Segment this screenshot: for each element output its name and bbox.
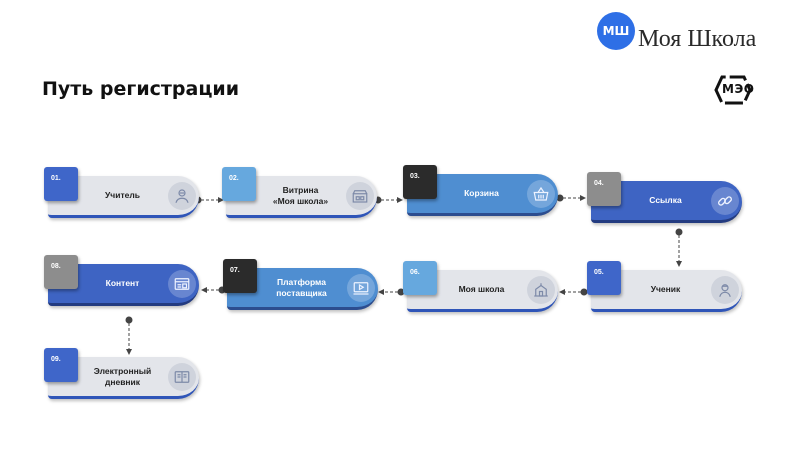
storefront-icon: [346, 181, 374, 210]
step-label: Учитель: [105, 190, 140, 200]
hexagon-icon: [714, 75, 752, 105]
connector-dot: [125, 316, 133, 324]
student-icon: [711, 275, 739, 304]
step-label: Платформа поставщика: [276, 276, 327, 298]
connector-arrowhead: [559, 289, 565, 295]
connector-arrowhead: [201, 287, 207, 293]
step-my-school: Моя школа 06.: [403, 261, 558, 317]
connector-arrowhead: [378, 289, 384, 295]
step-number: 02.: [222, 167, 256, 201]
logo-badge: МШ: [597, 12, 635, 50]
step-label: Корзина: [464, 188, 499, 198]
diary-icon: [168, 362, 196, 391]
step-e-diary: Электронный дневник 09.: [44, 348, 199, 404]
step-label: Электронный дневник: [93, 365, 152, 387]
step-number: 08.: [44, 255, 78, 289]
connector-dot: [675, 228, 683, 236]
step-label: Контент: [105, 278, 140, 288]
moya-shkola-logo: МШ Моя Школа: [597, 10, 797, 60]
step-student: Ученик 05.: [587, 261, 742, 317]
connector-arrowhead: [580, 195, 586, 201]
step-basket: Корзина 03.: [403, 165, 558, 221]
step-label: Моя школа: [458, 284, 505, 294]
basket-icon: [527, 179, 555, 208]
step-number: 01.: [44, 167, 78, 201]
step-content: Контент 08.: [44, 255, 199, 311]
meo-logo: МЭО: [708, 72, 758, 108]
content-icon: [168, 269, 196, 298]
step-storefront: Витрина «Моя школа» 02.: [222, 167, 377, 223]
step-teacher: Учитель 01.: [44, 167, 199, 223]
step-label: Ссылка: [649, 195, 682, 205]
link-icon: [711, 186, 739, 215]
step-label: Витрина «Моя школа»: [272, 184, 329, 206]
step-number: 04.: [587, 172, 621, 206]
step-number: 05.: [587, 261, 621, 295]
school-icon: [527, 275, 555, 304]
page-title: Путь регистрации: [42, 78, 240, 100]
step-number: 09.: [44, 348, 78, 382]
step-number: 07.: [223, 259, 257, 293]
logo-text: Моя Школа: [638, 26, 757, 52]
step-number: 03.: [403, 165, 437, 199]
step-link: Ссылка 04.: [587, 172, 742, 228]
step-number: 06.: [403, 261, 437, 295]
platform-icon: [347, 273, 375, 302]
step-provider-platform: Платформа поставщика 07.: [223, 259, 378, 315]
step-label: Ученик: [650, 284, 681, 294]
teacher-icon: [168, 181, 196, 210]
meo-text: МЭО: [722, 82, 755, 96]
